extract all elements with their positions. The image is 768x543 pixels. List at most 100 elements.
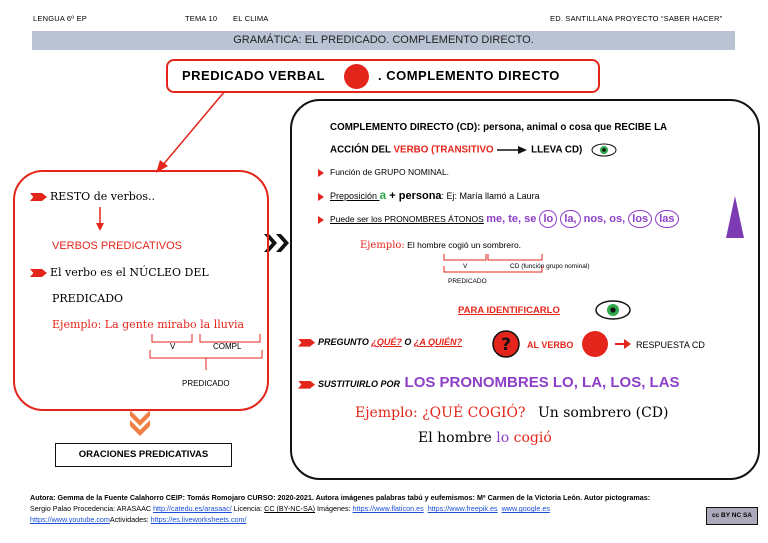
double-chevron-icon [264,234,289,252]
youtube-link[interactable]: https://www.youtube.com [30,515,110,524]
pregunto-line: PREGUNTO ¿QUÉ? O ¿A QUIÉN? [298,337,462,347]
resto-line: RESTO de verbos.. [30,190,155,203]
liveworksheets-link[interactable]: https://es.liveworksheets.com/ [150,515,247,524]
question-icon: ? [492,330,520,358]
red-arrow-icon [298,338,315,347]
example-2-v: V [463,263,468,270]
pronombres-big: LOS PRONOMBRES LO, LA, LOS, LAS [404,374,680,391]
pron-os: os, [609,213,626,225]
title-left: PREDICADO VERBAL [182,68,326,83]
left-example-brackets [149,334,263,370]
example-2-label: Ejemplo: [360,240,405,251]
cd-title-2b: VERBO (TRANSITIVO [393,144,494,156]
funcion-line: Función de GRUPO NOMINAL. [318,167,449,177]
bullet-icon [318,192,324,201]
left-example: Ejemplo: La gente mirabo la lluvia [52,318,244,331]
red-dot-icon [344,64,369,89]
pron-la: la, [560,210,581,228]
right-arrow-icon [497,146,528,154]
down-chevron-icon [130,410,150,436]
sustituirlo-line: SUSTITUIRLO POR LOS PRONOMBRES LO, LA, L… [298,374,680,391]
header-unit: TEMA 10 [185,14,218,23]
example-2-text: El hombre cogió un sombrero. [407,240,522,250]
verbos-predicativos: VERBOS PREDICATIVOS [52,240,182,252]
arasaac-link[interactable]: http://catedu.es/arasaac/ [153,504,232,513]
google-link[interactable]: www.google.es [501,504,550,513]
triangle-icon [726,196,744,238]
preposicion-line: Preposición a + persona: Ej: María llamó… [318,188,540,202]
pregunto-b: ¿QUÉ? [371,337,402,347]
respuesta-cd: RESPUESTA CD [636,340,705,350]
cc-license-icon: cc BY NC SA [706,507,758,525]
pronombres-line: Puede ser los PRONOMBRES ÁTONOS me, te, … [318,210,679,228]
pron-lo: lo [539,210,558,228]
example-3-answer: Un sombrero (CD) [537,405,669,421]
example-4: El hombre lo cogió [418,430,552,446]
example-3-label: Ejemplo: [355,405,418,421]
pronombres-list: me, te, se lo la, nos, os, los las [486,210,679,228]
example-2-cd: CD (función grupo nominal) [510,263,590,270]
footer-licencia-label: Licencia: [231,504,265,513]
al-verbo: AL VERBO [527,340,574,350]
footer: Autora: Gemma de la Fuente Calahorro CEI… [30,492,710,525]
left-example-label: Ejemplo: [52,318,102,331]
example-4-c: cogió [509,430,552,446]
example-2: Ejemplo: El hombre cogió un sombrero. [360,240,521,251]
nucleo-line: El verbo es el NÚCLEO DEL [30,266,209,279]
example-4-a: El hombre [418,430,497,446]
header-subject: LENGUA 6º EP [33,14,87,23]
left-predicado-label: PREDICADO [182,379,230,388]
footer-procedencia: Sergio Palao Procedencia: ARASAAC [30,504,154,513]
left-v-label: V [170,342,176,351]
nucleo-text-1: El verbo es el NÚCLEO DEL [50,266,209,279]
freepik-link[interactable]: https://www.freepik.es [427,504,498,513]
preposicion-d: : Ej: María llamó a Laura [441,191,540,201]
example-2-predicado: PREDICADO [448,278,487,285]
nucleo-text-2: PREDICADO [52,292,124,305]
funcion-text: Función de GRUPO NOMINAL. [330,167,450,177]
license-link[interactable]: CC (BY-NC-SA) [264,504,316,513]
arrow-to-left-box-icon [156,90,226,173]
resto-text: RESTO de verbos.. [50,190,156,203]
example-3-question: ¿QUÉ COGIÓ? [422,405,526,421]
pron-los: los [628,210,653,228]
footer-actividades-label: Actividades: [109,515,151,524]
footer-line-2: Sergio Palao Procedencia: ARASAAC http:/… [30,503,710,514]
footer-line-1: Autora: Gemma de la Fuente Calahorro CEI… [30,493,651,502]
left-compl-label: COMPL [213,342,242,351]
cd-title-2c: LLEVA CD) [531,144,583,156]
red-dot-icon [582,331,608,357]
preposicion-a: Preposición [330,191,380,201]
oraciones-box: ORACIONES PREDICATIVAS [55,443,232,467]
flaticon-link[interactable]: https://www.flaticon.es [352,504,424,513]
footer-line-3: https://www.youtube.comActividades: http… [30,514,710,525]
pron-las: las [655,210,679,228]
pronombres-intro: Puede ser los PRONOMBRES ÁTONOS [330,214,484,224]
example-2-brackets [443,254,543,273]
title-right: . COMPLEMENTO DIRECTO [378,68,560,83]
bullet-icon [318,168,324,177]
preposicion-b: a [379,188,387,202]
cd-title-line-2: ACCIÓN DEL VERBO (TRANSITIVO LLEVA CD) [330,143,617,157]
header-unit-name: EL CLIMA [233,14,269,23]
footer-imagenes-label: Imágenes: [315,504,353,513]
bullet-icon [318,215,324,224]
cd-title-2a: ACCIÓN DEL [330,144,394,156]
pron-me: me, [486,213,506,225]
eye-icon [595,300,631,320]
pregunto-a: PREGUNTO [318,337,372,347]
eye-icon [591,143,617,157]
right-arrow-icon [615,339,631,349]
left-example-text: La gente mirabo la lluvia [104,318,245,331]
sustituirlo-text: SUSTITUIRLO POR [318,379,401,389]
header-publisher: ED. SANTILLANA PROYECTO “SABER HACER” [550,14,723,23]
title-box: PREDICADO VERBAL . COMPLEMENTO DIRECTO [166,59,600,93]
preposicion-c: + persona [386,190,442,202]
pregunto-d: ¿A QUIÉN? [413,337,463,347]
red-arrow-icon [30,269,47,277]
right-box [290,99,760,480]
example-3: Ejemplo: ¿QUÉ COGIÓ? Un sombrero (CD) [355,405,669,421]
page-title-banner: GRAMÁTICA: EL PREDICADO. COMPLEMENTO DIR… [32,31,735,50]
cd-title-line-1: COMPLEMENTO DIRECTO (CD): persona, anima… [330,122,668,133]
pron-te: te, [508,213,522,225]
